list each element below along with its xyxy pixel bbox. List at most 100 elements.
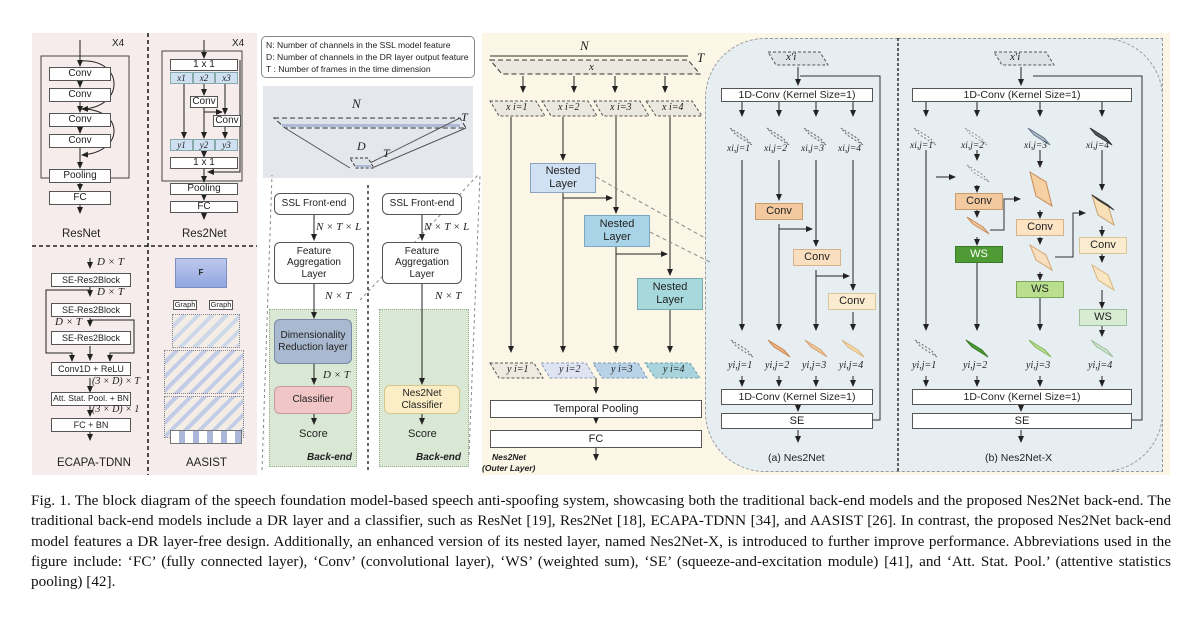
legend-t: T : Number of frames in the time dimensi… xyxy=(266,64,431,74)
nes2net-x-split-4: xi,j=4 xyxy=(838,144,862,154)
nested-layer-1: Nested Layer xyxy=(530,163,596,193)
nes2net-classifier: Nes2Net Classifier xyxy=(384,385,460,414)
nes2netx-conv-3: Conv xyxy=(1079,237,1127,254)
nes2netx-input: x'i xyxy=(1010,51,1021,63)
outer-fc: FC xyxy=(490,430,702,448)
notation-legend: N: Number of channels in the SSL model f… xyxy=(261,36,475,78)
nes2net-y-split-3: yi,j=3 xyxy=(802,360,827,371)
res2net-split-x3: x3 xyxy=(215,72,238,84)
nes2net-conv-1: Conv xyxy=(755,203,803,220)
figure-caption: Fig. 1. The block diagram of the speech … xyxy=(31,492,1171,591)
aasist-readout xyxy=(170,430,242,444)
resnet-conv-block-3: Conv xyxy=(49,113,111,127)
projection-t-label-1: T xyxy=(461,110,468,124)
nes2netx-conv-in: 1D-Conv (Kernel Size=1) xyxy=(912,88,1132,102)
ecapa-conv1d-relu: Conv1D + ReLU xyxy=(51,362,131,376)
res2net-bottom-1x1: 1 x 1 xyxy=(170,157,238,169)
outer-y-split-3: y i=3 xyxy=(611,364,633,375)
nes2net-x-split-2: xi,j=2 xyxy=(764,144,788,154)
nes2netx-conv-1: Conv xyxy=(955,193,1003,210)
temporal-pooling: Temporal Pooling xyxy=(490,400,702,418)
res2net-repeat-label: X4 xyxy=(232,38,245,49)
res2net-title: Res2Net xyxy=(182,228,227,240)
ecapa-dim-5: (3 × D) × 1 xyxy=(92,404,140,415)
ecapa-att-stat-pool: Att. Stat. Pool. + BN xyxy=(51,392,131,406)
projection-d-label: D xyxy=(357,139,366,153)
proposed-score: Score xyxy=(408,428,437,440)
ecapa-se-res2block-1: SE-Res2Block xyxy=(51,273,131,287)
ecapa-dim-3: D × T xyxy=(55,316,82,328)
traditional-dim-dt: D × T xyxy=(323,369,350,381)
traditional-classifier: Classifier xyxy=(274,386,352,414)
proposed-feature-aggregation: Feature Aggregation Layer xyxy=(382,242,462,284)
nes2net-conv-2: Conv xyxy=(793,249,841,266)
nes2net-title: (a) Nes2Net xyxy=(768,452,825,464)
outer-t-label: T xyxy=(697,50,705,65)
nested-layer-2: Nested Layer xyxy=(584,215,650,247)
resnet-title: ResNet xyxy=(62,228,101,240)
res2net-split-y1: y1 xyxy=(170,139,193,151)
nes2net-y-split-4: yi,j=4 xyxy=(839,360,864,371)
outer-x-split-4: x i=4 xyxy=(662,102,684,113)
legend-d: D: Number of channels in the DR layer ou… xyxy=(266,52,469,62)
nes2netx-x-split-4: xi,j=4 xyxy=(1086,141,1110,151)
aasist-feature-label: F xyxy=(198,268,204,278)
outer-title-2: (Outer Layer) xyxy=(482,463,536,473)
outer-y-split-2: y i=2 xyxy=(559,364,581,375)
nes2netx-ws-3: WS xyxy=(1079,309,1127,326)
aasist-title: AASIST xyxy=(186,457,227,469)
nes2net-se: SE xyxy=(721,413,873,429)
proposed-ssl-frontend: SSL Front-end xyxy=(382,193,462,215)
nes2net-conv-in: 1D-Conv (Kernel Size=1) xyxy=(721,88,873,102)
nes2net-y-split-1: yi,j=1 xyxy=(728,360,753,371)
traditional-feature-aggregation: Feature Aggregation Layer xyxy=(274,242,354,284)
outer-y-split-1: y i=1 xyxy=(507,364,529,375)
res2net-split-y2: y2 xyxy=(193,139,215,151)
nes2net-y-splits-shapes xyxy=(730,339,865,358)
nes2netx-ws-2: WS xyxy=(1016,281,1064,298)
nes2netx-x-split-3: xi,j=3 xyxy=(1024,141,1048,151)
aasist-graph-block-1 xyxy=(172,314,240,348)
ecapa-se-res2block-2: SE-Res2Block xyxy=(51,303,131,317)
ecapa-dim-2: D × T xyxy=(97,286,124,298)
nes2netx-conv-out: 1D-Conv (Kernel Size=1) xyxy=(912,389,1132,405)
res2net-split-x2: x2 xyxy=(193,72,215,84)
traditional-ssl-frontend: SSL Front-end xyxy=(274,193,354,215)
nes2net-conv-out: 1D-Conv (Kernel Size=1) xyxy=(721,389,873,405)
nes2netx-y-splits-shapes xyxy=(914,339,1114,358)
outer-y-split-4: y i=4 xyxy=(663,364,685,375)
aasist-graph-1: Graph xyxy=(173,299,197,310)
nes2netx-x-split-2: xi,j=2 xyxy=(961,141,985,151)
outer-n-label: N xyxy=(580,38,589,53)
res2net-fc-block: FC xyxy=(170,201,238,213)
outer-title-1: Nes2Net xyxy=(492,452,527,462)
resnet-pooling-block: Pooling xyxy=(49,169,111,183)
projection-n-label: N xyxy=(352,96,361,111)
nested-layer-3: Nested Layer xyxy=(637,278,703,310)
nes2net-y-split-2: yi,j=2 xyxy=(765,360,790,371)
resnet-conv-block-2: Conv xyxy=(49,88,111,102)
resnet-repeat-label: X4 xyxy=(112,38,125,49)
ecapa-dim-4: (3 × D) × T xyxy=(92,376,140,387)
aasist-graph-2: Graph xyxy=(209,299,233,310)
nes2netx-ws-1: WS xyxy=(955,246,1003,263)
resnet-fc-block: FC xyxy=(49,191,111,205)
ecapa-se-res2block-3: SE-Res2Block xyxy=(51,331,131,345)
nes2netx-x-split-1: xi,j=1 xyxy=(910,141,934,151)
outer-x-split-1: x i=1 xyxy=(506,102,528,113)
nes2netx-y-split-3: yi,j=3 xyxy=(1026,360,1051,371)
nes2netx-y-split-4: yi,j=4 xyxy=(1088,360,1113,371)
resnet-conv-block-4: Conv xyxy=(49,134,111,148)
nes2net-input: x'i xyxy=(786,51,797,63)
nes2netx-x-splits-shapes xyxy=(913,127,1116,292)
traditional-dim-ntl: N × T × L xyxy=(316,221,362,233)
nes2netx-se: SE xyxy=(912,413,1132,429)
res2net-split-y3: y3 xyxy=(215,139,238,151)
ecapa-title: ECAPA-TDNN xyxy=(57,457,131,469)
proposed-dim-ntl: N × T × L xyxy=(424,221,470,233)
nes2netx-y-split-1: yi,j=1 xyxy=(912,360,937,371)
aasist-graph-block-2 xyxy=(164,350,244,394)
ecapa-fc-bn: FC + BN xyxy=(51,418,131,432)
proposed-backend-label: Back-end xyxy=(416,452,462,463)
